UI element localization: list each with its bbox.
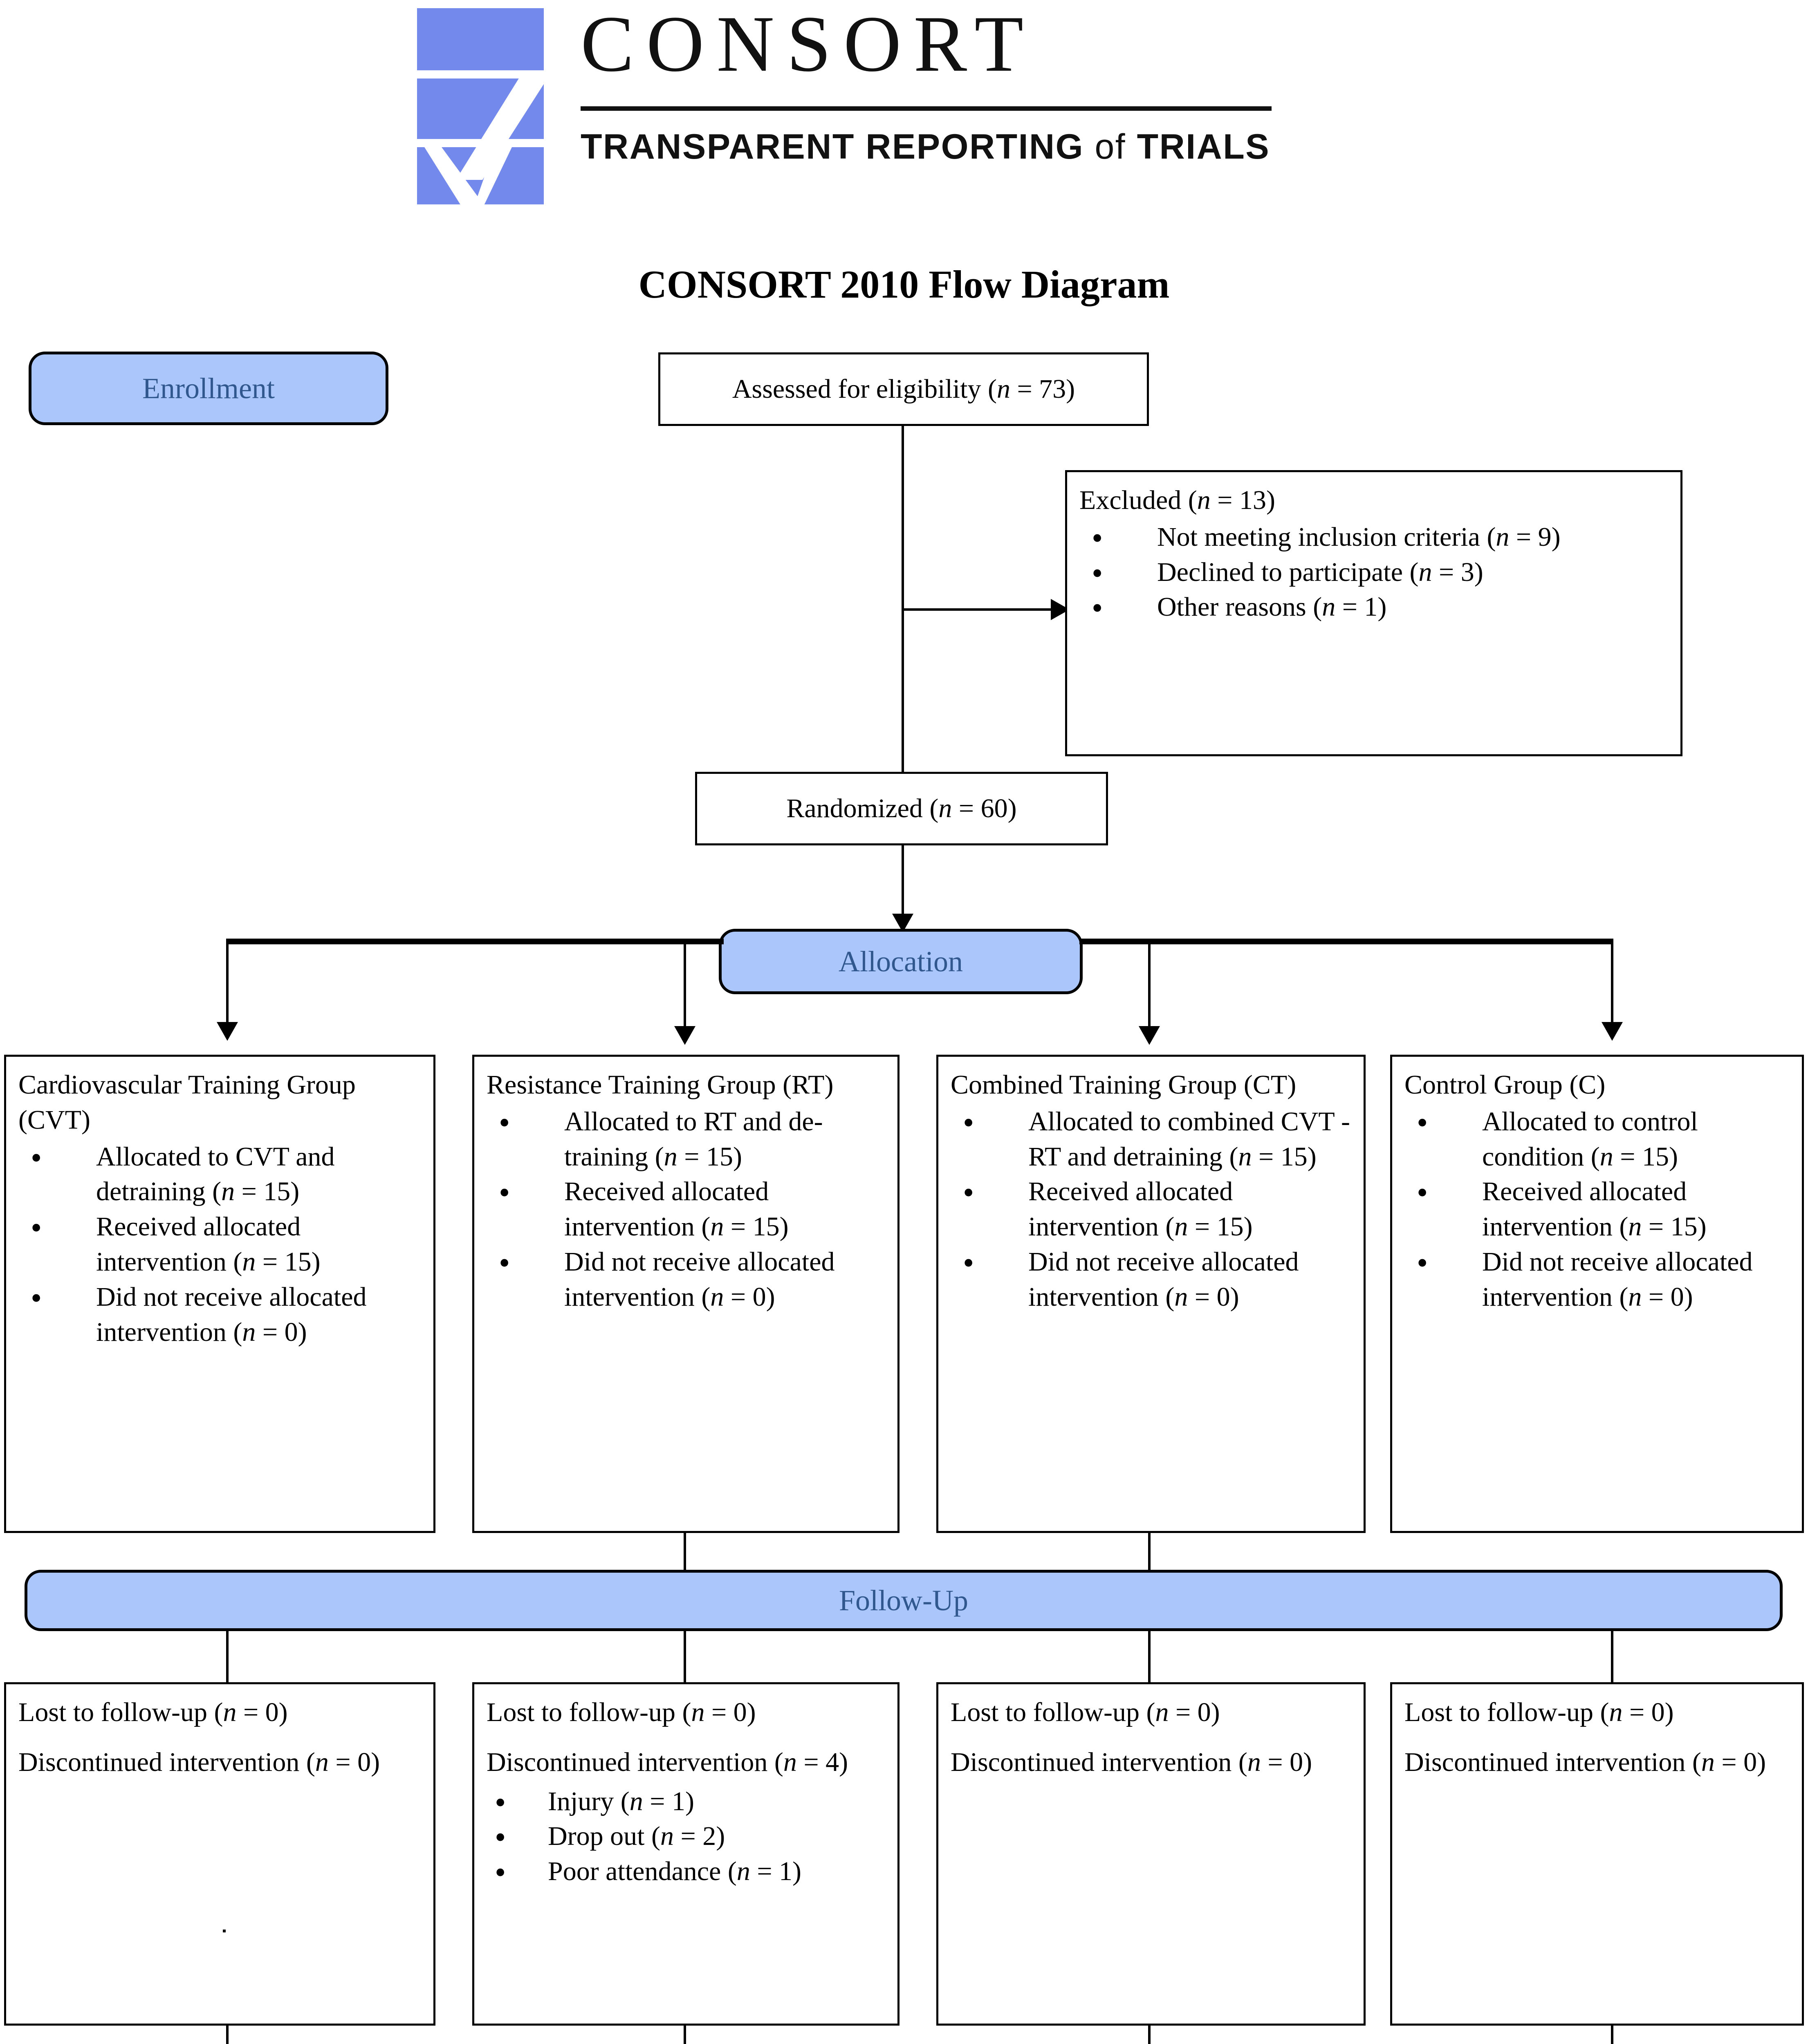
connector-alloc3-to-followup <box>1148 1533 1151 1572</box>
box-randomized: Randomized (n = 60) <box>695 772 1108 845</box>
box-allocation-cvt: Cardiovascular Training Group (CVT) Allo… <box>4 1055 435 1533</box>
allocation-item-list: Allocated to RT and de-training (n = 15)… <box>487 1102 885 1315</box>
connector-followup1-to-analysis <box>226 2026 229 2044</box>
list-item: Poor attendance (n = 1) <box>487 1851 885 1893</box>
banner-enrollment-label: Enrollment <box>142 372 275 405</box>
list-item: Drop out (n = 2) <box>487 1816 885 1858</box>
connector-alloc-drop-4 <box>1611 939 1613 1037</box>
logo-tagline-part1: TRANSPARENT REPORTING <box>581 127 1084 166</box>
consort-logo-mark-icon <box>417 4 544 208</box>
box-followup-rt: Lost to follow-up (n = 0) Discontinued i… <box>472 1682 900 2026</box>
followup-discontinued: Discontinued intervention (n = 4) <box>487 1747 848 1777</box>
followup-lost: Lost to follow-up (n = 0) <box>951 1697 1220 1727</box>
followup-lost: Lost to follow-up (n = 0) <box>1404 1697 1674 1727</box>
connector-assessed-down <box>902 426 904 610</box>
connector-followup-drop-3 <box>1148 1631 1151 1683</box>
banner-followup: Follow-Up <box>25 1570 1783 1631</box>
banner-enrollment: Enrollment <box>29 352 388 425</box>
connector-alloc-drop-2 <box>684 939 686 1041</box>
box-followup-ct: Lost to follow-up (n = 0) Discontinued i… <box>936 1682 1366 2026</box>
allocation-group-title: Control Group (C) <box>1404 1070 1606 1100</box>
excluded-reason-list: Not meeting inclusion criteria (n = 9) D… <box>1079 517 1668 629</box>
connector-alloc-drop-3 <box>1148 939 1151 1041</box>
logo-divider <box>581 106 1272 111</box>
connector-followup-drop-4 <box>1611 1631 1613 1683</box>
list-item: Injury (n = 1) <box>487 1782 885 1823</box>
consort-logo: CONSORT TRANSPARENT REPORTING of TRIALS <box>417 0 1317 208</box>
list-item: Received allocated intervention (n = 15) <box>951 1172 1351 1244</box>
logo-tagline: TRANSPARENT REPORTING of TRIALS <box>581 127 1270 167</box>
allocation-group-title: Combined Training Group (CT) <box>951 1070 1297 1100</box>
connector-followup3-to-analysis <box>1148 2026 1151 2044</box>
page-title: CONSORT 2010 Flow Diagram <box>638 262 1170 306</box>
connector-alloc-rail-left <box>227 939 724 944</box>
followup-discontinued: Discontinued intervention (n = 0) <box>951 1747 1312 1777</box>
connector-alloc-rail-right <box>1079 939 1613 944</box>
excluded-header: Excluded (n = 13) <box>1079 485 1275 515</box>
logo-wordmark: CONSORT <box>581 0 1036 88</box>
logo-tagline-part2: TRIALS <box>1137 127 1270 166</box>
arrow-alloc-2-icon <box>674 1026 695 1045</box>
randomized-text: Randomized (n = 60) <box>786 793 1017 824</box>
list-item: Not meeting inclusion criteria (n = 9) <box>1079 517 1668 558</box>
connector-randomized-down <box>902 845 904 921</box>
followup-discontinued: Discontinued intervention (n = 0) <box>1404 1747 1766 1777</box>
arrow-alloc-1-icon <box>217 1022 238 1041</box>
box-assessed-for-eligibility: Assessed for eligibility (n = 73) <box>658 352 1149 426</box>
stray-mark <box>223 1930 226 1932</box>
allocation-group-title: Resistance Training Group (RT) <box>487 1070 834 1100</box>
connector-to-excluded <box>902 608 1053 611</box>
logo-tagline-of: of <box>1095 127 1126 166</box>
arrow-alloc-4-icon <box>1602 1022 1623 1041</box>
box-allocation-ct: Combined Training Group (CT) Allocated t… <box>936 1055 1366 1533</box>
list-item: Allocated to RT and de-training (n = 15) <box>487 1102 885 1174</box>
list-item: Did not receive allocated intervention (… <box>487 1242 885 1315</box>
followup-lost: Lost to follow-up (n = 0) <box>18 1697 288 1727</box>
list-item: Received allocated intervention (n = 15) <box>18 1207 421 1280</box>
allocation-item-list: Allocated to combined CVT - RT and detra… <box>951 1102 1351 1315</box>
connector-followup2-to-analysis <box>684 2026 686 2044</box>
list-item: Did not receive allocated intervention (… <box>951 1242 1351 1315</box>
box-allocation-control: Control Group (C) Allocated to control c… <box>1390 1055 1804 1533</box>
banner-allocation-label: Allocation <box>839 945 963 978</box>
banner-followup-label: Follow-Up <box>839 1584 969 1617</box>
banner-allocation: Allocation <box>719 929 1083 994</box>
connector-followup-drop-2 <box>684 1631 686 1683</box>
connector-followup4-to-analysis <box>1611 2026 1613 2044</box>
followup-reason-list: Injury (n = 1) Drop out (n = 2) Poor att… <box>487 1782 885 1893</box>
box-followup-control: Lost to follow-up (n = 0) Discontinued i… <box>1390 1682 1804 2026</box>
connector-followup-drop-1 <box>226 1631 229 1683</box>
followup-lost: Lost to follow-up (n = 0) <box>487 1697 756 1727</box>
allocation-item-list: Allocated to CVT and detraining (n = 15)… <box>18 1137 421 1350</box>
connector-alloc2-to-followup <box>684 1533 686 1572</box>
list-item: Allocated to control condition (n = 15) <box>1404 1102 1790 1174</box>
connector-alloc-drop-1 <box>226 939 229 1037</box>
box-allocation-rt: Resistance Training Group (RT) Allocated… <box>472 1055 900 1533</box>
list-item: Allocated to CVT and detraining (n = 15) <box>18 1137 421 1210</box>
list-item: Allocated to combined CVT - RT and detra… <box>951 1102 1351 1174</box>
connector-down-to-randomized <box>902 608 904 772</box>
box-excluded: Excluded (n = 13) Not meeting inclusion … <box>1065 470 1682 756</box>
box-followup-cvt: Lost to follow-up (n = 0) Discontinued i… <box>4 1682 435 2026</box>
allocation-item-list: Allocated to control condition (n = 15) … <box>1404 1102 1790 1315</box>
assessed-text: Assessed for eligibility (n = 73) <box>732 374 1075 404</box>
list-item: Received allocated intervention (n = 15) <box>487 1172 885 1244</box>
list-item: Did not receive allocated intervention (… <box>18 1277 421 1350</box>
followup-discontinued: Discontinued intervention (n = 0) <box>18 1747 380 1777</box>
list-item: Declined to participate (n = 3) <box>1079 552 1668 594</box>
arrow-alloc-3-icon <box>1139 1026 1160 1045</box>
list-item: Did not receive allocated intervention (… <box>1404 1242 1790 1315</box>
list-item: Received allocated intervention (n = 15) <box>1404 1172 1790 1244</box>
allocation-group-title: Cardiovascular Training Group (CVT) <box>18 1070 356 1135</box>
list-item: Other reasons (n = 1) <box>1079 587 1668 628</box>
